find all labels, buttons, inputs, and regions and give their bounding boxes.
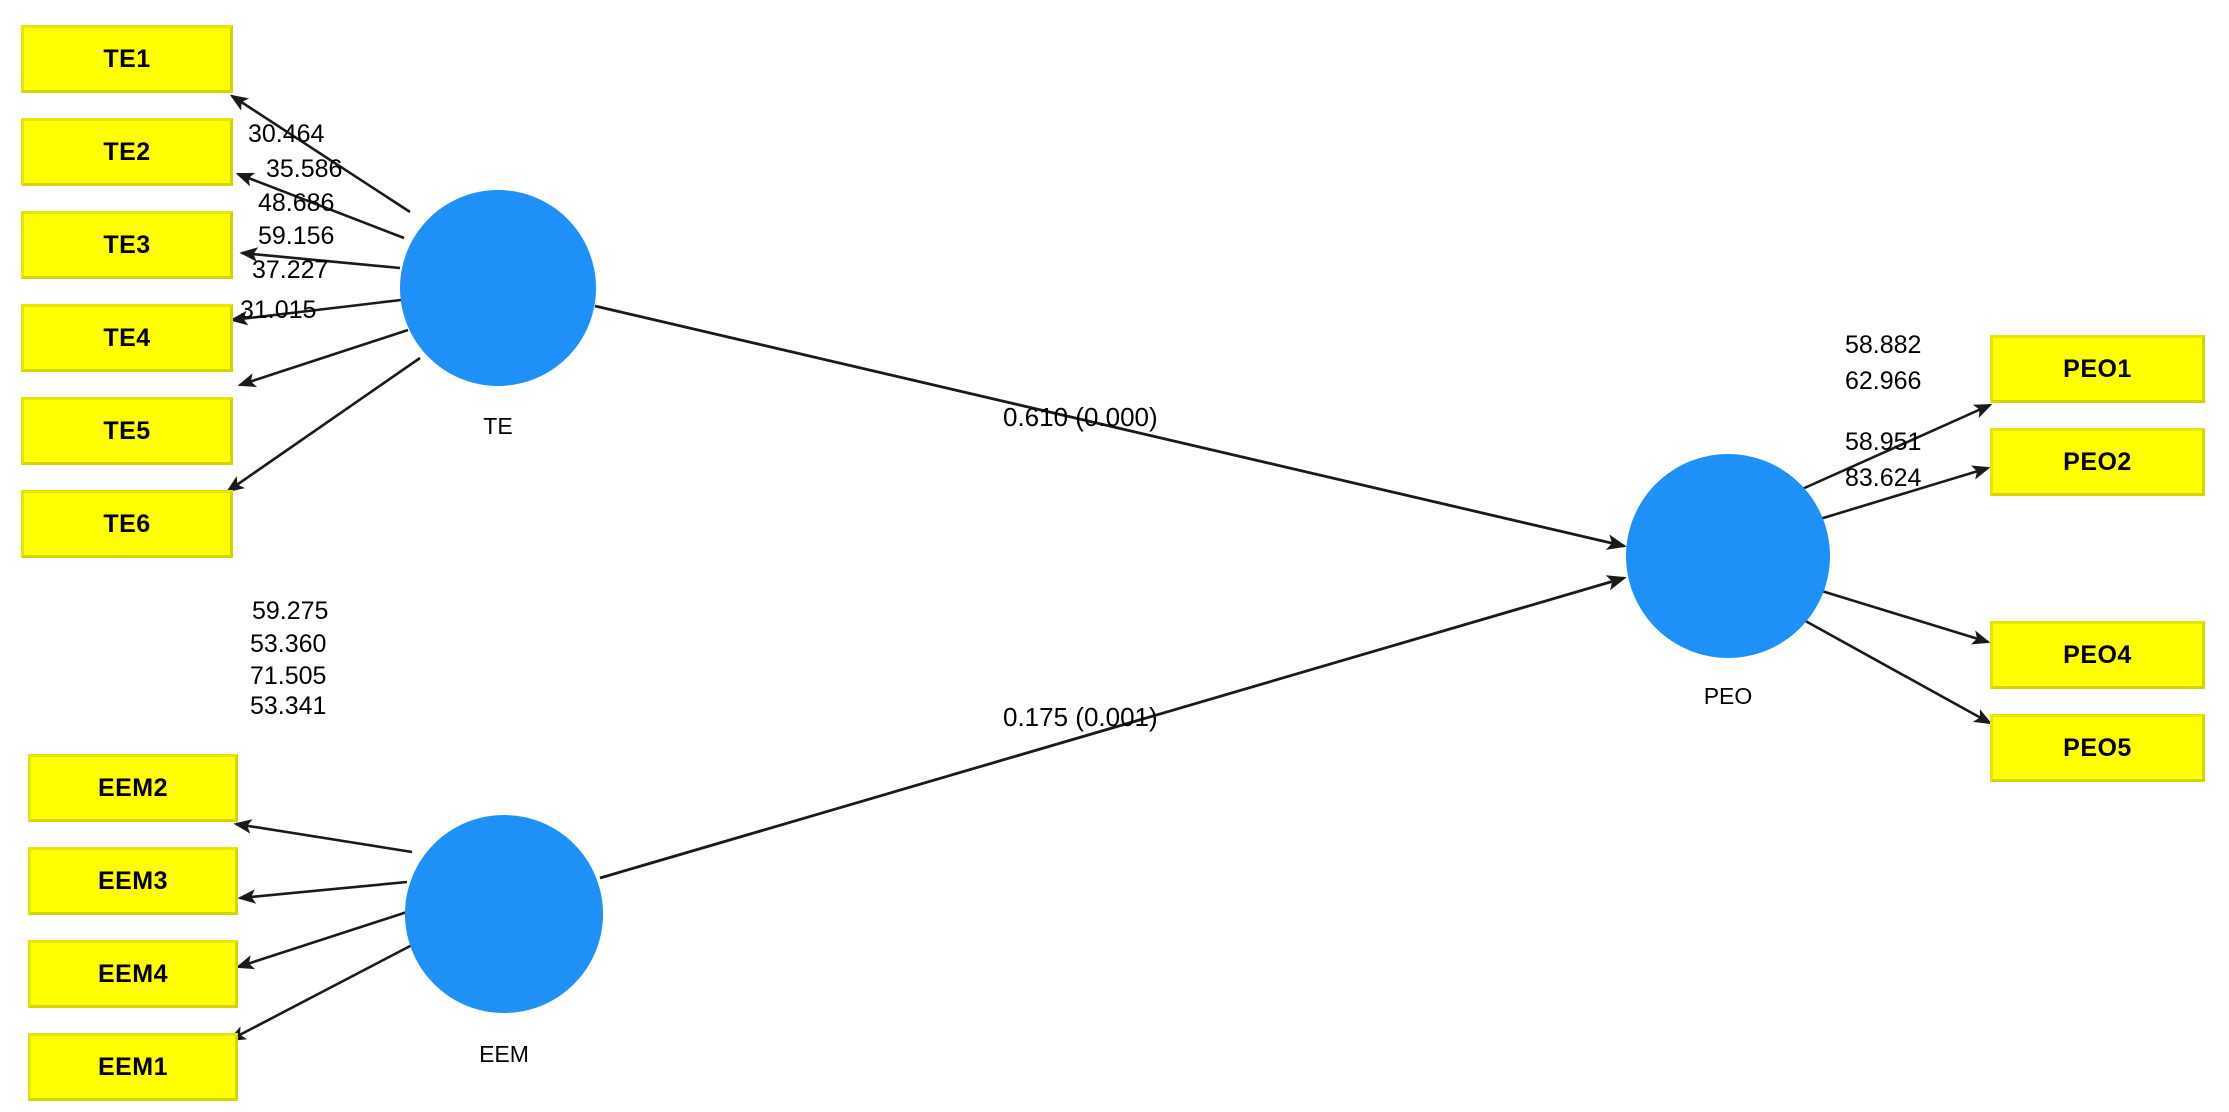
measurement-edge-TE-TE5 bbox=[237, 328, 409, 388]
loading-label-te-te2: 35.586 bbox=[266, 155, 343, 183]
indicator-box-eem3[interactable]: EEM3 bbox=[28, 847, 238, 915]
indicator-box-peo5[interactable]: PEO5 bbox=[1990, 714, 2205, 782]
path-coefficient-label-te-peo: 0.610 (0.000) bbox=[1003, 402, 1158, 432]
measurement-edge-EEM-EEM1 bbox=[227, 942, 415, 1042]
structural-edge-group bbox=[594, 304, 1627, 880]
indicator-box-eem4[interactable]: EEM4 bbox=[28, 940, 238, 1008]
indicator-box-te5[interactable]: TE5 bbox=[21, 397, 233, 465]
indicator-box-te1[interactable]: TE1 bbox=[21, 25, 233, 93]
loading-label-peo-peo2: 62.966 bbox=[1845, 367, 1922, 395]
indicator-box-te2[interactable]: TE2 bbox=[21, 118, 233, 186]
loading-label-te-te5: 37.227 bbox=[252, 256, 329, 284]
measurement-edge-EEM-EEM2 bbox=[233, 819, 413, 854]
latent-label-eem: EEM bbox=[479, 1041, 529, 1067]
latent-circle-eem[interactable] bbox=[405, 815, 603, 1013]
indicator-box-eem1[interactable]: EEM1 bbox=[28, 1033, 238, 1101]
loading-label-te-te3: 48.686 bbox=[258, 189, 335, 217]
loading-label-eem-eem4: 71.505 bbox=[250, 662, 327, 690]
indicator-box-peo2[interactable]: PEO2 bbox=[1990, 428, 2205, 496]
indicator-box-te4[interactable]: TE4 bbox=[21, 304, 233, 372]
loading-label-peo-peo4: 58.951 bbox=[1845, 428, 1922, 456]
loading-label-eem-eem2: 59.275 bbox=[252, 597, 329, 625]
path-coefficient-label-eem-peo: 0.175 (0.001) bbox=[1003, 702, 1158, 732]
measurement-edge-PEO-PEO4 bbox=[1811, 586, 1991, 645]
latent-label-peo: PEO bbox=[1703, 683, 1753, 709]
indicator-box-peo4[interactable]: PEO4 bbox=[1990, 621, 2205, 689]
measurement-edge-EEM-EEM4 bbox=[235, 910, 408, 970]
measurement-edge-EEM-EEM3 bbox=[237, 880, 408, 904]
indicator-box-te3[interactable]: TE3 bbox=[21, 211, 233, 279]
latent-circle-te[interactable] bbox=[400, 190, 596, 386]
indicator-box-te6[interactable]: TE6 bbox=[21, 490, 233, 558]
measurement-edge-TE-TE6 bbox=[225, 356, 421, 493]
loading-label-te-te1: 30.464 bbox=[248, 120, 325, 148]
loading-label-te-te6: 31.015 bbox=[240, 296, 317, 324]
loading-label-eem-eem3: 53.360 bbox=[250, 630, 327, 658]
loading-label-te-te4: 59.156 bbox=[258, 222, 335, 250]
loading-label-eem-eem1: 53.341 bbox=[250, 692, 327, 720]
latent-label-te: TE bbox=[483, 413, 513, 439]
indicator-box-peo1[interactable]: PEO1 bbox=[1990, 335, 2205, 403]
loading-label-peo-peo5: 83.624 bbox=[1845, 464, 1922, 492]
indicator-box-eem2[interactable]: EEM2 bbox=[28, 754, 238, 822]
latent-circle-peo[interactable] bbox=[1626, 454, 1830, 658]
measurement-edge-PEO-PEO5 bbox=[1799, 616, 1993, 725]
loading-label-peo-peo1: 58.882 bbox=[1845, 331, 1922, 359]
